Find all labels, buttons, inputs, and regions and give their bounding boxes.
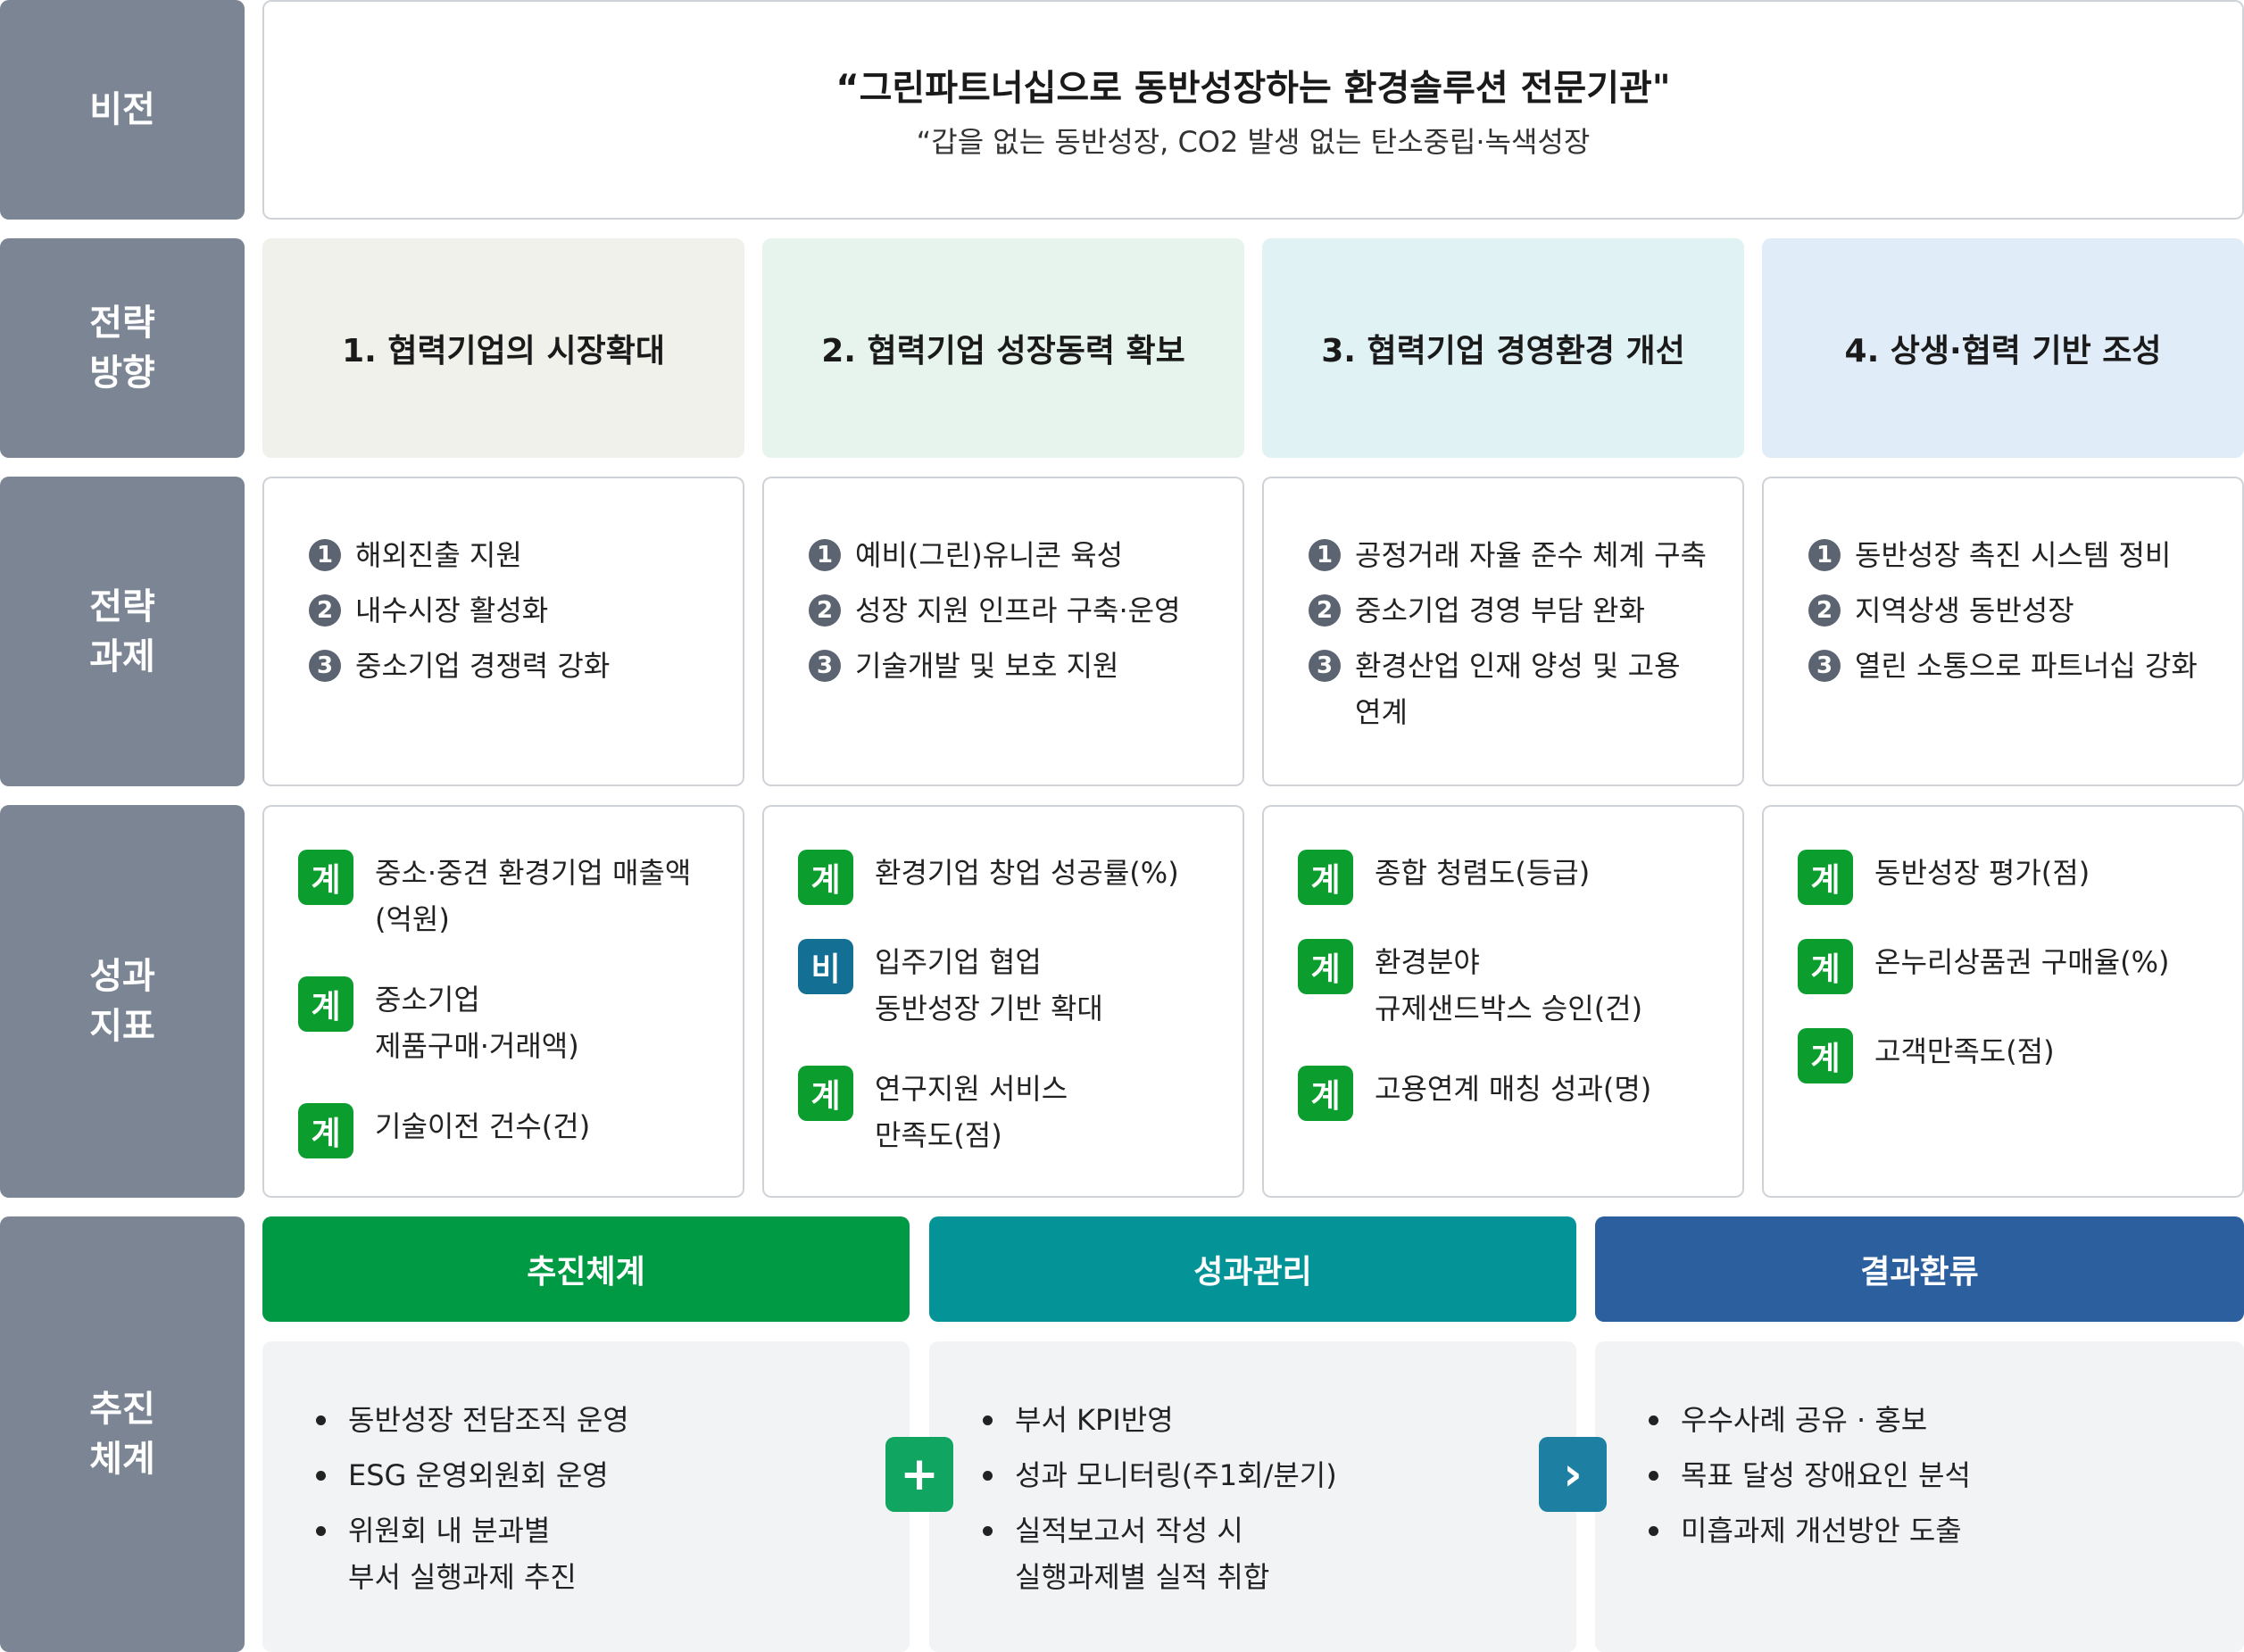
system-header-feedback: 결과환류 [1595,1216,2244,1322]
direction-4: 4. 상생·협력 기반 조성 [1762,238,2244,458]
number-badge: 3 [1808,650,1841,682]
number-badge: 2 [1309,594,1341,627]
direction-2: 2. 협력기업 성장동력 확보 [762,238,1244,458]
direction-3: 3. 협력기업 경영환경 개선 [1262,238,1744,458]
chevron-right-icon: › [1539,1437,1607,1512]
system-panel-feedback: 우수사례 공유 · 홍보 목표 달성 장애요인 분석 미흡과제 개선방안 도출 [1595,1341,2244,1652]
number-badge: 1 [1808,539,1841,571]
row-label-system: 추진 체계 [0,1216,245,1652]
number-badge: 3 [309,650,341,682]
list-item: 목표 달성 장애요인 분석 [1649,1452,2217,1498]
system-header-promotion: 추진체계 [262,1216,910,1322]
row-label-direction: 전략 방향 [0,238,245,458]
list-item: 부서 KPI반영 [983,1397,1550,1443]
list-item: 우수사례 공유 · 홍보 [1649,1397,2217,1443]
list-item: 미흡과제 개선방안 도출 [1649,1507,2217,1554]
kpi-badge: 계 [1798,939,1853,994]
list-item: 동반성장 전담조직 운영 [316,1397,883,1443]
number-badge: 2 [309,594,341,627]
kpi-badge: 계 [798,850,853,905]
number-badge: 2 [809,594,841,627]
kpi-badge: 계 [1798,1028,1853,1083]
number-badge: 1 [309,539,341,571]
direction-1: 1. 협력기업의 시장확대 [262,238,744,458]
kpi-badge: 비 [798,939,853,994]
kpi-badge: 계 [1298,1066,1353,1121]
list-item: ESG 운영외원회 운영 [316,1452,883,1498]
number-badge: 2 [1808,594,1841,627]
list-item: 성과 모니터링(주1회/분기) [983,1452,1550,1498]
kpi-badge: 계 [298,850,353,905]
row-label-vision: 비전 [0,0,245,220]
plus-icon: + [885,1437,953,1512]
system-header-performance: 성과관리 [929,1216,1576,1322]
vision-sub: “갑을 없는 동반성장, CO2 발생 없는 탄소중립·녹색성장 [916,125,1591,159]
vision-box: “그린파트너십으로 동반성장하는 환경솔루션 전문기관" “갑을 없는 동반성장… [262,0,2244,220]
number-badge: 3 [809,650,841,682]
number-badge: 1 [1309,539,1341,571]
kpi-badge: 계 [298,1103,353,1158]
kpi-badge: 계 [798,1066,853,1121]
vision-main: “그린파트너십으로 동반성장하는 환경솔루션 전문기관" [835,68,1671,109]
kpi-badge: 계 [1798,850,1853,905]
kpi-badge: 계 [1298,939,1353,994]
number-badge: 1 [809,539,841,571]
kpi-badge: 계 [1298,850,1353,905]
row-label-tasks: 전략 과제 [0,477,245,786]
kpi-badge: 계 [298,976,353,1032]
number-badge: 3 [1309,650,1341,682]
row-label-kpis: 성과 지표 [0,805,245,1198]
